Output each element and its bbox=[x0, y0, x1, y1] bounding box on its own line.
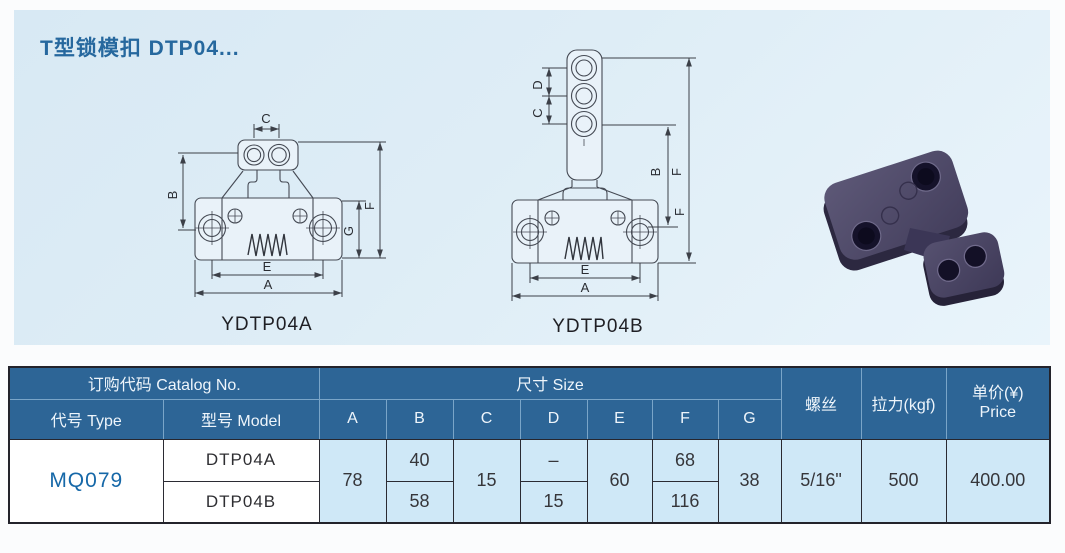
table-row-dtp04a: MQ079 DTP04A 78 40 15 – 60 68 38 5/16" 5… bbox=[8, 438, 1051, 524]
technical-drawing-ydtp04a: C B E A G F YDTP04A bbox=[165, 111, 386, 335]
dim-label-a: A bbox=[581, 280, 590, 295]
header-col-e: E bbox=[586, 398, 653, 440]
dim-label-b: B bbox=[165, 191, 180, 200]
dim-label-f: F bbox=[362, 202, 377, 210]
header-screw: 螺丝 bbox=[780, 366, 862, 440]
dim-label-d: D bbox=[530, 80, 545, 89]
dim-label-f-upper: F bbox=[669, 168, 684, 176]
photo-latch bbox=[923, 232, 1005, 306]
catalog-panel: T型锁模扣 DTP04... bbox=[14, 10, 1050, 345]
dimension-lines-a bbox=[178, 124, 386, 297]
header-price-cn: 单价(¥) bbox=[971, 385, 1024, 403]
dim-label-f-lower: F bbox=[672, 208, 687, 216]
technical-drawing-ydtp04b: D C B F F E A YDTP04B bbox=[511, 49, 696, 337]
header-col-b: B bbox=[385, 398, 454, 440]
dimension-lines-b bbox=[511, 57, 696, 301]
dim-label-e: E bbox=[581, 262, 590, 277]
dim-label-b: B bbox=[648, 168, 663, 177]
cell-price: 400.00 bbox=[945, 438, 1051, 524]
dim-label-c: C bbox=[261, 111, 270, 126]
cell-size-f-row2: 116 bbox=[651, 480, 719, 524]
table-row-dtp04b: DTP04B 58 15 116 bbox=[9, 480, 1050, 524]
cell-size-g: 38 bbox=[717, 438, 782, 524]
cell-pull-force: 500 bbox=[860, 438, 947, 524]
dim-label-g: G bbox=[341, 226, 356, 236]
header-col-f: F bbox=[651, 398, 719, 440]
part-outline-b bbox=[511, 49, 659, 264]
cell-size-d-row2: 15 bbox=[519, 480, 588, 524]
header-col-g: G bbox=[717, 398, 782, 440]
header-model: 型号 Model bbox=[162, 398, 320, 440]
cell-size-e: 60 bbox=[586, 438, 653, 524]
product-photo bbox=[823, 150, 1005, 306]
cell-model-b: DTP04B bbox=[162, 480, 320, 524]
drawing-caption-ydtp04a: YDTP04A bbox=[221, 314, 312, 335]
cell-size-f-row1: 68 bbox=[651, 438, 719, 482]
cell-size-b-row1: 40 bbox=[385, 438, 454, 482]
drawing-caption-ydtp04b: YDTP04B bbox=[552, 316, 643, 337]
cell-size-b-row2: 58 bbox=[385, 480, 454, 524]
part-outline-a bbox=[194, 139, 343, 261]
dim-label-e: E bbox=[263, 259, 272, 274]
header-catalog-group: 订购代码 Catalog No. bbox=[8, 366, 320, 400]
header-col-c: C bbox=[452, 398, 521, 440]
dim-label-c: C bbox=[530, 108, 545, 117]
header-type: 代号 Type bbox=[8, 398, 164, 440]
header-col-d: D bbox=[519, 398, 588, 440]
header-price-en: Price bbox=[979, 404, 1016, 422]
cell-model-a: DTP04A bbox=[162, 438, 320, 482]
cell-size-c: 15 bbox=[452, 438, 521, 524]
cell-type-code: MQ079 bbox=[8, 438, 164, 524]
page-title: T型锁模扣 DTP04... bbox=[40, 37, 240, 60]
cell-size-d-row1: – bbox=[519, 438, 588, 482]
header-size-group: 尺寸 Size bbox=[318, 366, 782, 400]
header-col-a: A bbox=[318, 398, 387, 440]
spec-table: 订购代码 Catalog No. 尺寸 Size 螺丝 拉力(kgf) 单价(¥… bbox=[8, 366, 1052, 524]
header-price: 单价(¥) Price bbox=[945, 366, 1051, 440]
cell-size-a: 78 bbox=[318, 438, 387, 524]
dim-label-a: A bbox=[264, 277, 273, 292]
cell-screw: 5/16" bbox=[780, 438, 862, 524]
header-pull-force: 拉力(kgf) bbox=[860, 366, 947, 440]
